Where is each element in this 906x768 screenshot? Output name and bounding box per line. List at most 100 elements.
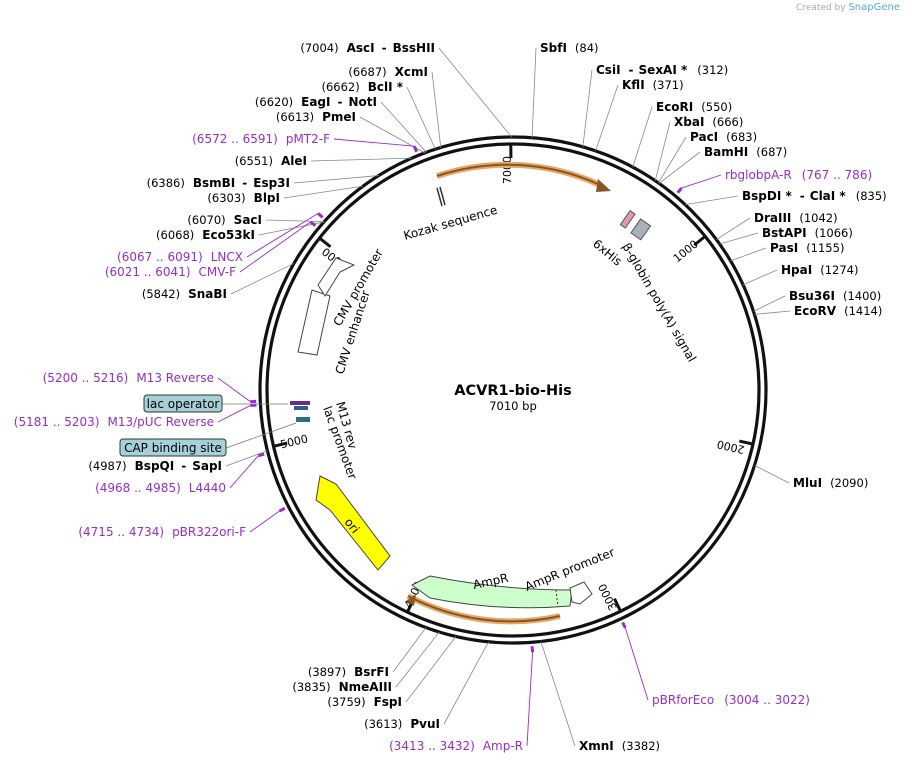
site-sbfi[interactable]: SbfI(84)	[531, 41, 599, 138]
site-position: (3835)	[292, 680, 330, 694]
site-eagi[interactable]: NotI-EagI(6620)	[255, 95, 427, 153]
site-draiii[interactable]: DraIII(1042)	[716, 211, 838, 240]
site-alei[interactable]: AleI(6551)	[235, 154, 412, 168]
site-name: NmeAIII	[339, 680, 392, 694]
site-position: (6386)	[147, 176, 185, 190]
primer-range: (767 .. 786)	[802, 168, 872, 182]
primer-name: M13 Reverse	[136, 371, 214, 385]
feature-label-kozak: Kozak sequence	[402, 203, 499, 243]
site-snabi[interactable]: SnaBI(5842)	[142, 263, 295, 301]
primer-name: pMT2-F	[286, 132, 330, 146]
site-nmeaiii[interactable]: NmeAIII (3835)	[292, 631, 440, 694]
primer-l4440[interactable]: L4440(4968 .. 4985)	[95, 452, 265, 495]
primer-pmt2f[interactable]: pMT2-F (6572 .. 6591)	[192, 132, 418, 153]
primer-name: CMV-F	[199, 265, 237, 279]
orf-arrow-bottom[interactable]	[406, 593, 561, 625]
site-xcmi[interactable]: XcmI(6687)	[348, 65, 442, 148]
site-position: (1155)	[806, 241, 844, 255]
primer-rbglobpar[interactable]: rbglobpA-R(767 .. 786)	[676, 168, 872, 194]
his-tag-feature[interactable]	[619, 210, 636, 229]
site-bsu36i[interactable]: Bsu36I(1400)	[753, 289, 881, 312]
site-position: (1414)	[844, 304, 882, 318]
site-name: PasI	[770, 241, 798, 255]
site-bsrfi[interactable]: BsrFI(3897)	[308, 627, 427, 679]
site-leader	[658, 136, 687, 184]
orf-arrow-top[interactable]	[436, 161, 611, 192]
site-asci[interactable]: BssHII-AscI(7004)	[300, 41, 512, 138]
primer-leader	[624, 627, 649, 701]
site-bspqi[interactable]: SapI-BspQI(4987)	[88, 450, 268, 473]
primer-leader	[249, 510, 280, 533]
site-leader	[265, 219, 325, 223]
site-leader	[742, 269, 778, 286]
site-mlui[interactable]: MluI(2090)	[754, 465, 869, 490]
site-csii[interactable]: CsiI-SexAI *(312)	[582, 63, 728, 147]
site-pmei[interactable]: PmeI(6613)	[276, 110, 426, 154]
primer-range: (6572 .. 6591)	[192, 132, 278, 146]
credit-prefix: Created by	[796, 3, 846, 13]
site-name: EagI	[301, 95, 330, 109]
site-position: (3382)	[622, 739, 660, 753]
site-name: SbfI	[540, 41, 567, 55]
primer-pbrforeco[interactable]: pBRforEco(3004 .. 3022)	[621, 621, 810, 707]
primer-leader	[246, 212, 319, 258]
primer-leader	[333, 138, 415, 147]
primer-range: (5200 .. 5216)	[43, 371, 129, 385]
primer-m13reverse[interactable]: M13 Reverse (5200 .. 5216)	[43, 371, 257, 404]
site-leader	[582, 69, 593, 147]
site-fspi[interactable]: FspI(3759)	[327, 636, 457, 709]
site-paci[interactable]: PacI(683)	[658, 130, 757, 184]
site-leader	[632, 106, 653, 168]
plasmid-name: ACVR1-bio-His	[454, 383, 571, 399]
polya-signal-feature[interactable]	[630, 218, 652, 241]
primer-name: M13/pUC Reverse	[108, 415, 215, 429]
site-bstapi[interactable]: BstAPI(1066)	[719, 226, 853, 245]
site-name: AleI	[281, 154, 307, 168]
site-pvui[interactable]: PvuI(3613)	[364, 641, 489, 731]
site-leader	[754, 465, 790, 484]
primer-ampr[interactable]: Amp-R(3413 .. 3432)	[389, 646, 535, 753]
tick-label: 5000	[279, 432, 309, 451]
primer-m13pucreverse[interactable]: M13/pUC Reverse (5181 .. 5203)	[14, 403, 257, 429]
primer-range: (5181 .. 5203)	[14, 415, 100, 429]
site-ecori[interactable]: EcoRI(550)	[632, 100, 732, 168]
primer-mark	[257, 452, 265, 458]
site-eco53ki[interactable]: Eco53kI(6068)	[156, 221, 324, 242]
lac-operator-label[interactable]: lac operator	[143, 394, 288, 413]
site-name: KflI	[622, 78, 645, 92]
site-position: (6662)	[321, 80, 359, 94]
primer-lncx[interactable]: LNCX(6067 .. 6091)	[117, 212, 324, 264]
site-xbai[interactable]: XbaI(666)	[654, 115, 743, 181]
site-xmni[interactable]: XmnI(3382)	[540, 641, 660, 753]
primer-pbr322orif[interactable]: pBR322ori-F(4715 .. 4734)	[78, 506, 286, 539]
site-hpai[interactable]: HpaI(1274)	[742, 263, 858, 286]
site-position: (371)	[653, 78, 684, 92]
lac-features[interactable]	[290, 401, 310, 422]
site-blpi[interactable]: BlpI(6303)	[207, 185, 364, 205]
site-bcli[interactable]: BclI * (6662)	[321, 80, 436, 150]
site-name: EcoRI	[656, 100, 693, 114]
site-name: BsmBI	[193, 176, 235, 190]
ori-arrow[interactable]	[315, 475, 391, 571]
site-saci[interactable]: SacI(6070)	[187, 213, 325, 227]
site-position: (1042)	[799, 211, 837, 225]
site-position: (1066)	[815, 226, 853, 240]
cap-site-label[interactable]: CAP binding site	[119, 422, 297, 457]
cmv-arrows[interactable]	[297, 257, 356, 356]
site-bsmbi[interactable]: Esp3I-BsmBI(6386)	[147, 175, 379, 190]
site-leader	[406, 86, 436, 150]
site-bamhi[interactable]: BamHI(687)	[658, 145, 787, 184]
site-kfli[interactable]: KflI (371)	[595, 78, 684, 151]
site-name: Bsu36I	[789, 289, 835, 303]
primer-cmvf[interactable]: CMV-F(6021 .. 6041)	[105, 220, 317, 279]
site-bspdi[interactable]: BspDI *-ClaI *(835)	[685, 189, 887, 206]
plasmid-length: 7010 bp	[489, 399, 537, 413]
site-ecorv[interactable]: EcoRV(1414)	[754, 304, 882, 318]
site-position: (6613)	[276, 110, 314, 124]
site-name: BclI *	[368, 80, 404, 94]
ampr-arrow[interactable]	[411, 575, 593, 609]
site-pasi[interactable]: PasI (1155)	[730, 241, 845, 262]
tick-label: 7000	[501, 156, 514, 184]
site-extra-name: SexAI *	[639, 63, 688, 77]
